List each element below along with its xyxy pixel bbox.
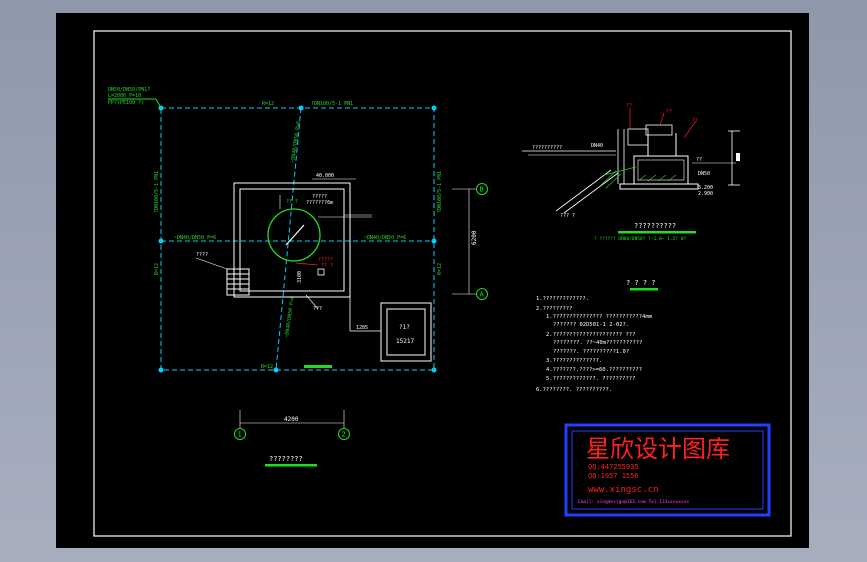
axis-2-label: 2 (342, 431, 346, 439)
notes-line-2: 2.????????? (536, 306, 572, 312)
logo-title: 星欣设计图库 (586, 435, 730, 463)
notes-line-7: ???????. ??????????1.0? (553, 349, 629, 355)
stairs-label: ???? (196, 252, 208, 258)
tank-top-label: ?? ? (286, 199, 298, 205)
plan-right-run-label: ~DN40/DN50 P=6 (364, 235, 406, 241)
plan-legend-3: PP?(PE100 ?) (108, 100, 144, 106)
right-dim-label: 6200 (471, 230, 478, 245)
section-right-label-2: DN50 (698, 171, 710, 177)
plan-bottom-bar (304, 365, 332, 368)
stairs (226, 268, 250, 296)
notes-line-4: ??????? 02D501-1 2-02?. (553, 322, 629, 328)
plan-view: DN50/DN50/PN1? L=2000 P=10 PP?(PE100 ?) … (108, 87, 488, 467)
valve-well-outer (380, 302, 432, 362)
section-title: ?????????? (634, 222, 676, 230)
axis-1-label: 1 (238, 431, 242, 439)
axis-b-bubble (476, 183, 488, 195)
axis-2-bubble (338, 428, 350, 440)
bottom-dim-label: 4200 (284, 416, 299, 423)
notes-heading-underline (630, 288, 658, 291)
plan-diag-label-2: ~DN40/DN50 P=6 (284, 296, 296, 339)
tank-note-2: ???????6m (306, 200, 333, 206)
plan-diag-label-1: ~DN40/DN50 P=6 (290, 121, 302, 164)
outlet-red-label-2: ?? ? (321, 263, 333, 269)
section-left-note: ?????????? (532, 145, 562, 151)
plan-right-r-label: R=12 (437, 263, 443, 275)
plan-left-r-label: R=12 (154, 263, 160, 275)
plan-bottom-dim-1: R=12 (261, 364, 273, 370)
section-gravel (600, 170, 677, 189)
vertical-dim-label: 3100 (297, 271, 303, 283)
drawing-svg: DN50/DN50/PN1? L=2000 P=10 PP?(PE100 ?) … (93, 30, 792, 537)
valve-well-label-2: 15217 (396, 338, 414, 345)
section-view: ?????????? DN40 ??? ? ?? ?? (522, 103, 740, 242)
notes-line-11: 6.????????. ??????????. (536, 387, 612, 393)
notes-line-6: ????????. ??~40m??????????? (553, 340, 642, 346)
plan-top-dim-2: ?DN100/5-1 PN1 (311, 101, 353, 107)
plan-top-dim-1: R=12 (262, 101, 274, 107)
tank-circle (267, 208, 321, 262)
tank-note-1: ????? (312, 194, 327, 200)
notes-line-10: 5.?????????????. ?????????? (546, 376, 635, 382)
section-title-underline (618, 231, 696, 234)
plan-right-vertical-label: ?DN100/5-1 PN1 (437, 171, 443, 213)
logo-email: Email: xingdesign@163.com Tel:133xxxxxxx… (578, 499, 689, 505)
notes-line-9: 4.???????.????>=60.?????????? (546, 367, 642, 373)
notes-heading: ? ? ? ? (626, 279, 656, 287)
pump-house-outer-wall (233, 182, 351, 298)
section-level-2: 2.900 (698, 191, 713, 197)
section-level-1: 3.200 (698, 185, 713, 191)
logo-qq1: QQ:447255935 (588, 463, 639, 471)
axis-a-label: A (480, 291, 485, 299)
watermark-logo: 星欣设计图库 QQ:447255935 QQ:1957 1556 www.xin… (564, 423, 771, 517)
plan-title: ???????? (269, 455, 303, 463)
logo-qq2: QQ:1957 1556 (588, 472, 639, 480)
section-right-label: ?? (696, 157, 702, 163)
notes-block: ? ? ? ? 1.?????????????. 2.????????? 1.?… (536, 279, 658, 393)
notes-line-8: 3.??????????????. (546, 358, 602, 364)
plan-diagonal-pipe (275, 107, 302, 371)
notes-line-3: 1.??????????????? ???????????4mm (546, 314, 653, 320)
drawing-sheet: DN50/DN50/PN1? L=2000 P=10 PP?(PE100 ?) … (56, 13, 809, 548)
plan-title-underline (265, 464, 317, 467)
section-top-tag-2: ?? (666, 109, 672, 115)
section-side-mark: ?? (692, 118, 698, 124)
valve-well-inner (386, 308, 426, 356)
section-subtitle: ? ?????? DN80/DN50? ?-1.0~ 1.2? 0? (594, 236, 686, 242)
plan-legend-1: DN50/DN50/PN1? (108, 87, 150, 93)
axis-a-bubble (476, 288, 488, 300)
section-left-note-2: DN40 (591, 143, 603, 149)
valve-well-label-1: ?1? (399, 324, 410, 331)
plan-legend-2: L=2000 P=10 (108, 93, 141, 99)
tank-indicator (285, 224, 305, 246)
outlet-red-label: ????? (318, 257, 333, 263)
notes-line-5: 2.????????????????????? ??? (546, 332, 635, 338)
plan-nodes (158, 105, 437, 373)
section-top-tag: ?? (626, 103, 632, 109)
section-bottom-note: ??? ? (560, 213, 575, 219)
inner-frame (93, 30, 792, 537)
plan-left-vertical-label: ?DN100/5-1 PN1 (154, 171, 160, 213)
pump-house-inner-wall (239, 188, 345, 292)
tank-dim: 40.000 (316, 173, 334, 179)
notes-line-1: 1.?????????????. (536, 296, 589, 302)
pump-label: ??? (313, 306, 322, 312)
plan-left-run-label: ~DN40/DN50 P=6 (174, 235, 216, 241)
logo-url: www.xingsc.cn (588, 485, 658, 495)
axis-1-bubble (234, 428, 246, 440)
axis-b-label: B (480, 186, 484, 194)
valve-dim: 1285 (356, 325, 368, 331)
